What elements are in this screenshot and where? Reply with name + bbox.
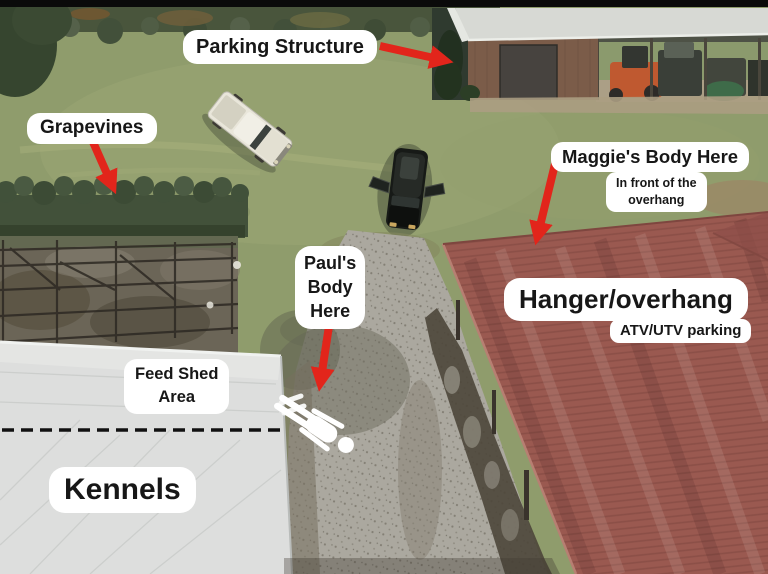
garage-door [499, 44, 558, 100]
hangar-post [492, 390, 496, 434]
parking-structure-arrow [379, 42, 454, 69]
feed-shed-label: Feed Shed Area [124, 359, 230, 414]
kennels-label: Kennels [49, 467, 196, 513]
suv-open-door-left [423, 182, 446, 198]
maggies-body-label: Maggie's Body Here [551, 142, 750, 173]
parking-structure-building [432, 8, 768, 114]
grass-track-marks [19, 140, 431, 176]
mud-strip [425, 308, 552, 574]
feed-shed-line1: Feed Shed [135, 365, 219, 383]
black-suv [368, 143, 446, 238]
white-pickup-truck [202, 91, 293, 173]
atv-parking-sublabel: ATV/UTV parking [610, 319, 752, 343]
grapevines-arrow [89, 140, 118, 195]
shadow-band [284, 558, 560, 574]
maggies-body-arrow [529, 159, 560, 246]
green-mower [704, 81, 744, 101]
maggies-body-sublabel: In front of the overhang [606, 172, 707, 212]
pauls-body-arrow [310, 325, 335, 392]
pauls-label-line1: Paul's [304, 253, 357, 273]
animal-pens [0, 236, 241, 354]
hangar-post [524, 470, 529, 520]
top-border-bar [0, 0, 768, 7]
hangar-label: Hanger/overhang [504, 278, 748, 322]
tractors [609, 42, 768, 102]
pauls-label-line2: Body [307, 276, 353, 297]
parking-structure-label: Parking Structure [183, 30, 377, 64]
hangar-post [456, 300, 460, 340]
feed-shed-line2: Area [158, 388, 196, 407]
pauls-label-line3: Here [310, 300, 351, 321]
maggies-sublabel-line1: In front of the [616, 176, 697, 190]
person-lying-icon [274, 394, 354, 453]
pauls-body-label: Paul's Body Here [295, 246, 366, 330]
dirt-strip [470, 96, 768, 114]
suv-open-door-right [368, 176, 391, 194]
dirt-patch [694, 180, 768, 216]
maggies-sublabel-line2: overhang [628, 192, 685, 207]
parking-structure-roof [455, 8, 768, 40]
dark-tractor [658, 50, 702, 96]
grapevines-label: Grapevines [27, 113, 157, 144]
grapevine-hedge [0, 175, 249, 238]
pen-fence-rails [0, 240, 239, 350]
